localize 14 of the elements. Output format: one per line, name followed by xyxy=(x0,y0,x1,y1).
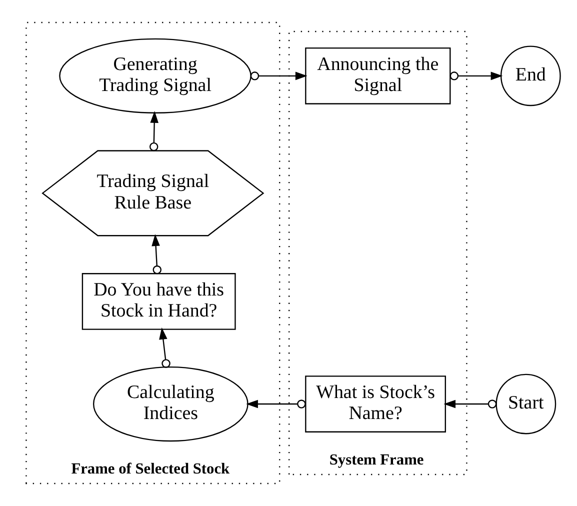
node-circle: End xyxy=(500,46,561,106)
node-box: What is Stock’s Name? xyxy=(305,376,446,432)
node-ellipse: Calculating Indices xyxy=(92,366,248,442)
arrow xyxy=(149,111,158,152)
node-box: Do You have this Stock in Hand? xyxy=(82,273,236,330)
arrow xyxy=(250,72,308,80)
arrow xyxy=(246,400,306,408)
node-circle: Start xyxy=(496,374,556,434)
arrow xyxy=(444,400,497,408)
node-ellipse: Generating Trading Signal xyxy=(59,38,252,114)
arrow xyxy=(159,328,170,368)
node-box: Announcing the Signal xyxy=(305,48,451,104)
arrow xyxy=(152,234,162,274)
arrow xyxy=(450,72,503,80)
